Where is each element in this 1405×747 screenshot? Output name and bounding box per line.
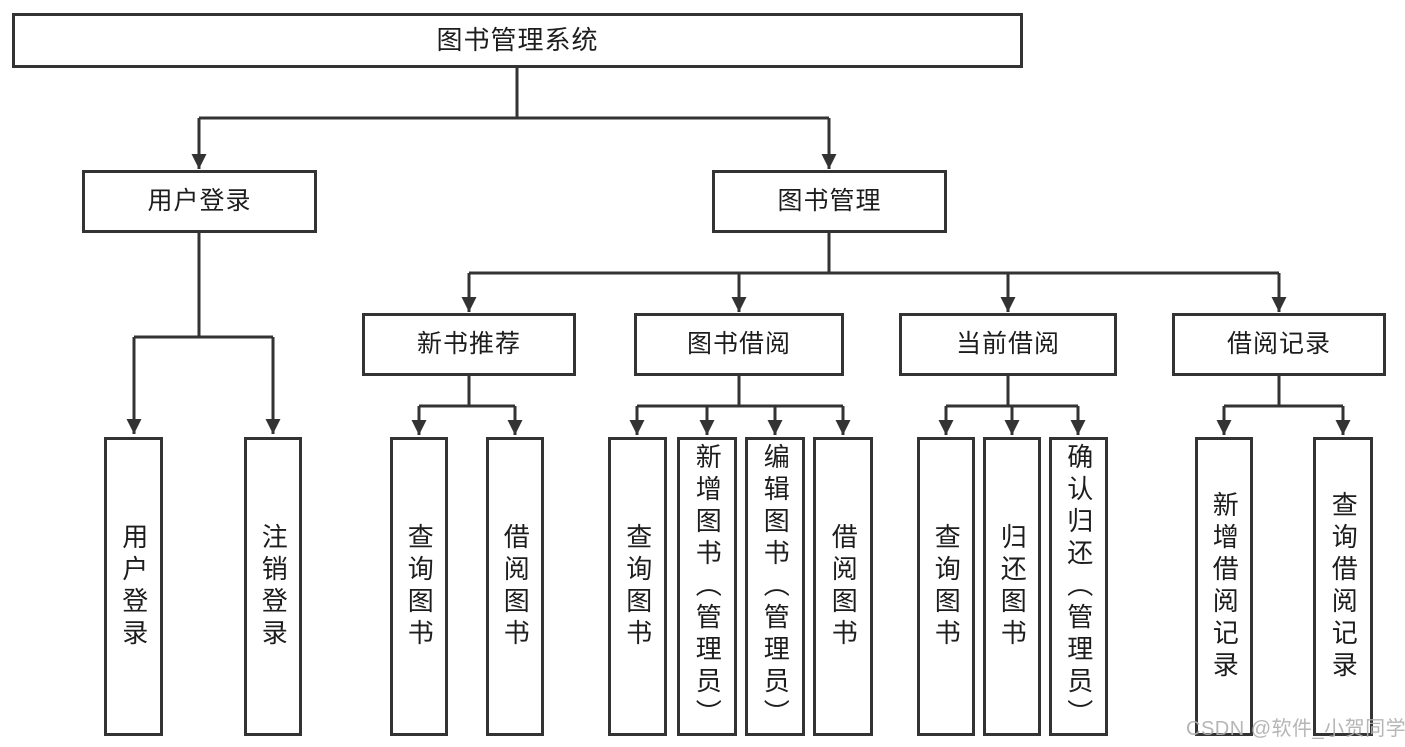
node-current-borrow: 当前借阅	[899, 313, 1117, 376]
node-book-management: 图书管理	[712, 170, 947, 233]
leaf-user-login: 用户登录	[104, 437, 163, 736]
node-new-book-recommend: 新书推荐	[362, 313, 576, 376]
watermark: CSDN @软件_小贺同学	[1186, 718, 1405, 740]
leaf-return-books: 归还图书	[983, 437, 1041, 736]
leaf-confirm-return-admin: 确认归还（管理员）	[1049, 437, 1108, 736]
leaf-query-borrow-record: 查询借阅记录	[1313, 437, 1373, 736]
node-root-system: 图书管理系统	[12, 13, 1023, 68]
node-book-borrow: 图书借阅	[634, 313, 844, 376]
leaf-add-borrow-record: 新增借阅记录	[1195, 437, 1253, 736]
node-user-login: 用户登录	[82, 170, 317, 233]
leaf-query-books-borrow: 查询图书	[608, 437, 667, 736]
node-borrow-records: 借阅记录	[1172, 313, 1386, 376]
leaf-query-books-recommend: 查询图书	[390, 437, 448, 736]
leaf-query-books-current: 查询图书	[917, 437, 975, 736]
leaf-add-books-admin: 新增图书（管理员）	[677, 437, 737, 736]
leaf-borrow-books: 借阅图书	[813, 437, 873, 736]
leaf-edit-books-admin: 编辑图书（管理员）	[745, 437, 805, 736]
leaf-logout: 注销登录	[244, 437, 302, 736]
leaf-borrow-books-recommend: 借阅图书	[486, 437, 544, 736]
